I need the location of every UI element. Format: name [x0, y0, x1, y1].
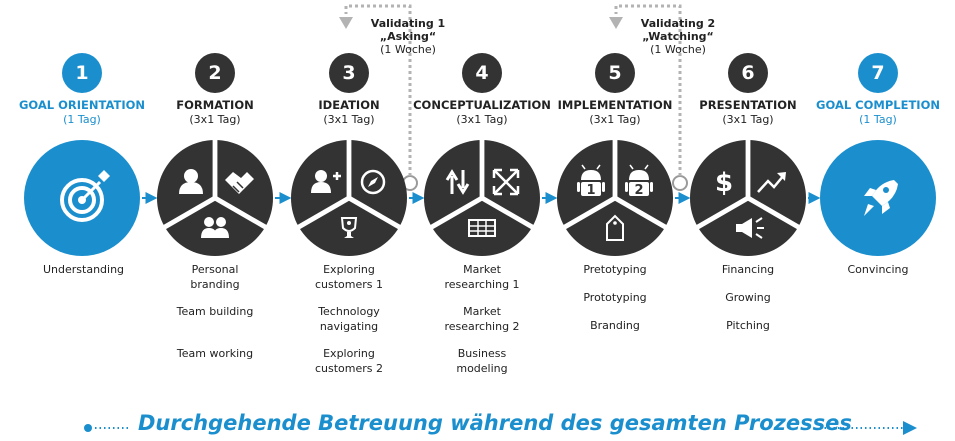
activity-label: Pitching	[726, 319, 770, 332]
activity-label: Team working	[176, 347, 254, 360]
svg-text:2: 2	[634, 183, 643, 198]
phase-circle-3	[291, 139, 407, 256]
phase-title: IDEATION	[318, 98, 380, 112]
android-1-icon: 1	[577, 164, 605, 198]
feedback-arrowhead-icon	[609, 17, 623, 29]
tag-icon	[606, 214, 624, 241]
phase-title: GOAL ORIENTATION	[18, 98, 145, 112]
footer-dotted-arrow	[84, 421, 917, 435]
validation-name: „Watching“	[642, 30, 714, 43]
validation-label: Validating 1„Asking“(1 Woche)	[358, 17, 458, 56]
activity-label: Exploring customers 2	[314, 347, 384, 375]
sort-arrows-icon	[445, 169, 470, 195]
trend-up-icon	[757, 172, 786, 193]
validation-name: „Asking“	[379, 30, 437, 43]
phase-number-2: 2	[195, 53, 235, 93]
footer-text: Durchgehende Betreuung während des gesam…	[138, 411, 852, 435]
activity-label: Financing	[721, 263, 775, 276]
footer-start-dot	[84, 424, 92, 432]
phase-number-4: 4	[462, 53, 502, 93]
phase-circle-4	[424, 139, 541, 256]
validation-dashed-arrows	[339, 4, 682, 176]
validation-duration: (1 Woche)	[380, 43, 436, 56]
crossing-arrows-icon	[492, 168, 520, 196]
phase-title: IMPLEMENTATION	[557, 98, 673, 112]
phase-number-7: 7	[858, 53, 898, 93]
validation-point	[672, 175, 688, 191]
table-grid-icon	[468, 219, 496, 237]
phase-duration: (3x1 Tag)	[589, 113, 641, 126]
phase-duration: (3x1 Tag)	[722, 113, 774, 126]
feedback-arrowhead-icon	[339, 17, 353, 29]
compass-icon	[360, 169, 386, 195]
validation-title: Validating 1	[370, 17, 446, 30]
activity-label: Convincing	[847, 263, 909, 276]
activity-label: Exploring customers 1	[314, 263, 384, 291]
add-user-icon	[311, 170, 341, 193]
handshake-icon	[225, 172, 254, 194]
person-icon	[179, 169, 203, 194]
team-icon	[201, 217, 229, 238]
validation-title: Validating 2	[640, 17, 716, 30]
phase-duration: (3x1 Tag)	[456, 113, 508, 126]
phase-title: CONCEPTUALIZATION	[413, 98, 551, 112]
svg-text:$: $	[715, 168, 733, 198]
phase-duration: (3x1 Tag)	[189, 113, 241, 126]
validation-label: Validating 2„Watching“(1 Woche)	[628, 17, 728, 56]
circle-segment	[298, 198, 400, 256]
svg-text:1: 1	[586, 183, 595, 198]
phase-title: PRESENTATION	[699, 98, 797, 112]
phase-title: GOAL COMPLETION	[816, 98, 940, 112]
activity-label: Technology navigating	[318, 305, 380, 333]
activity-label: Team building	[176, 305, 254, 318]
trophy-icon	[340, 217, 358, 238]
activity-label: Personal branding	[190, 263, 240, 291]
dashed-feedback-line	[344, 4, 412, 176]
activity-label: Market researching 1	[444, 263, 520, 291]
phase-duration: (1 Tag)	[63, 113, 101, 126]
phase-number-5: 5	[595, 53, 635, 93]
activity-label: Branding	[590, 319, 640, 332]
phase-duration: (3x1 Tag)	[323, 113, 375, 126]
phase-duration: (1 Tag)	[859, 113, 897, 126]
megaphone-icon	[736, 217, 764, 239]
rocket-icon	[864, 180, 898, 216]
footer-arrowhead-icon	[903, 421, 917, 435]
dashed-feedback-line	[614, 4, 682, 176]
phase-circle-6: $	[690, 139, 806, 256]
phase-circle-2	[157, 139, 273, 256]
phase-number-1: 1	[62, 53, 102, 93]
target-dart-icon	[60, 170, 110, 222]
phase-number-6: 6	[728, 53, 768, 93]
activity-label: Understanding	[43, 263, 125, 276]
activity-label: Business modeling	[456, 347, 508, 375]
android-2-icon: 2	[625, 164, 653, 198]
activity-label: Market researching 2	[444, 305, 520, 333]
phase-title: FORMATION	[176, 98, 254, 112]
dollar-icon: $	[715, 168, 733, 198]
phase-number-3: 3	[329, 53, 369, 93]
activity-label: Pretotyping	[583, 263, 647, 276]
activity-label: Growing	[725, 291, 771, 304]
activity-label: Prototyping	[583, 291, 647, 304]
validation-duration: (1 Woche)	[650, 43, 706, 56]
